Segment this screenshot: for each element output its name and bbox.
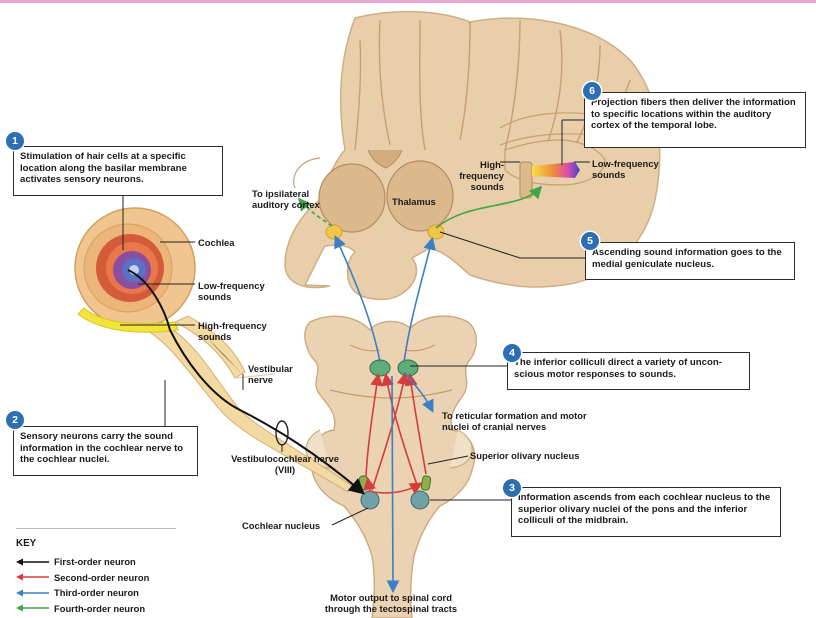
top-border — [0, 0, 816, 3]
vestibulocochlear-nerve-label: Vestibulocochlear nerve (VIII) — [231, 453, 339, 475]
step-5-badge: 5 — [581, 232, 599, 250]
third-order-paths — [334, 235, 436, 594]
blue-arrow-icon — [16, 589, 49, 597]
key-item-first-order: First-order neuron — [16, 554, 176, 570]
step-3-text: Information ascends from each cochlear n… — [518, 492, 771, 526]
low-frequency-cochlea-label: Low-frequency sounds — [198, 280, 265, 302]
high-frequency-cortex-label: High-frequency sounds — [459, 159, 504, 192]
first-order-path — [127, 269, 366, 495]
step-4-text: The inferior colliculi direct a variety … — [514, 357, 722, 380]
step-5-box: Ascending sound information goes to the … — [585, 242, 795, 280]
step-2-box: Sensory neurons carry the sound informat… — [13, 426, 198, 476]
key-item-second-order: Second-order neuron — [16, 570, 176, 586]
brainstem — [304, 315, 477, 618]
key-label: Second-order neuron — [54, 571, 150, 583]
reticular-formation-label: To reticular formation and motor nuclei … — [442, 410, 587, 432]
superior-olivary-label: Superior olivary nucleus — [470, 450, 580, 461]
motor-output-label: Motor output to spinal cord through the … — [324, 592, 458, 614]
second-order-paths — [363, 371, 427, 495]
step-2-text: Sensory neurons carry the sound informat… — [20, 431, 184, 465]
key-item-fourth-order: Fourth-order neuron — [16, 601, 176, 617]
cochlear-nucleus-label: Cochlear nucleus — [242, 520, 321, 531]
red-arrow-icon — [16, 573, 49, 581]
step-4-box: The inferior colliculi direct a variety … — [507, 352, 750, 390]
high-frequency-cochlea-label: High-frequency sounds — [198, 320, 267, 342]
brain-section — [284, 10, 661, 301]
step-1-box: Stimulation of hair cells at a specific … — [13, 146, 223, 196]
key-label: Third-order neuron — [54, 587, 139, 599]
thalamus-label: Thalamus — [392, 196, 436, 207]
key-title: KEY — [16, 528, 176, 549]
key-item-third-order: Third-order neuron — [16, 585, 176, 601]
low-frequency-cortex-label: Low-frequency sounds — [592, 158, 659, 180]
key-label: First-order neuron — [54, 556, 136, 568]
step-3-badge: 3 — [503, 479, 521, 497]
step-5-text: Ascending sound information goes to the … — [592, 247, 782, 270]
fourth-order-paths — [298, 185, 543, 229]
cochlea-label: Cochlea — [198, 237, 235, 248]
step-4-badge: 4 — [503, 344, 521, 362]
vestibular-nerve-label: Vestibular nerve — [248, 363, 293, 385]
step-6-text: Projection fibers then deliver the infor… — [591, 97, 796, 131]
step-6-badge: 6 — [583, 82, 601, 100]
step-1-text: Stimulation of hair cells at a specific … — [20, 151, 187, 185]
black-arrow-icon — [16, 558, 49, 566]
ipsilateral-cortex-label: To ipsilateral auditory cortex — [252, 188, 320, 210]
step-3-box: Information ascends from each cochlear n… — [511, 487, 781, 537]
green-arrow-icon — [16, 604, 49, 612]
key-legend: KEY First-order neuron Second-order neur… — [16, 528, 176, 616]
step-1-badge: 1 — [6, 132, 24, 150]
key-label: Fourth-order neuron — [54, 602, 146, 614]
step-6-box: Projection fibers then deliver the infor… — [584, 92, 806, 148]
leader-lines — [120, 119, 590, 526]
step-2-badge: 2 — [6, 411, 24, 429]
